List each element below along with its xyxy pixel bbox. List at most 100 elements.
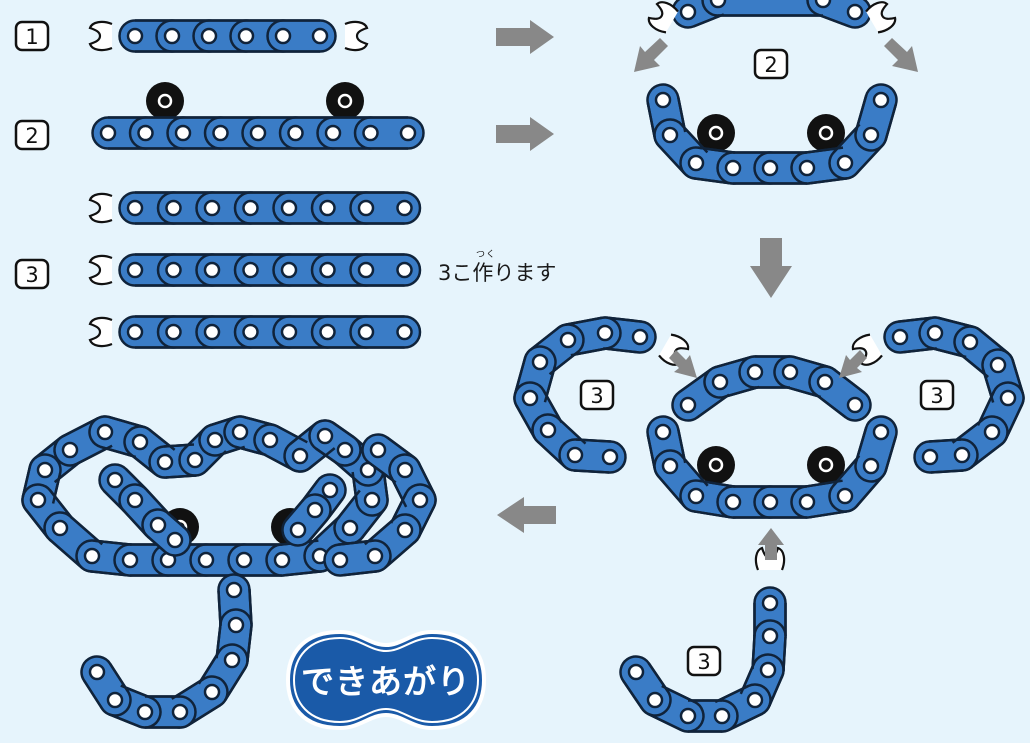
bottom-tail-chain [619, 586, 787, 733]
chain-pin [203, 323, 221, 341]
roller-gear-icon [807, 446, 845, 484]
bottom-tail-badge-label: 3 [697, 650, 710, 674]
chain-pin [654, 423, 672, 441]
chain-pin [926, 324, 944, 342]
clip-end-icon [88, 20, 113, 52]
chain-pin [396, 461, 414, 479]
top-assembly-chain [646, 83, 898, 185]
clip-end-icon [88, 192, 113, 224]
arrow-down-icon [750, 238, 792, 298]
chain-pin [396, 521, 414, 539]
chain-pin [319, 261, 336, 279]
chain-pin [331, 551, 349, 569]
chain-pin [165, 323, 182, 341]
chain-pin [223, 651, 241, 669]
chain-pin [687, 154, 705, 172]
chain-pin [242, 323, 259, 341]
chain-pin [862, 457, 880, 475]
chain-pin [137, 124, 154, 142]
chain-pin [319, 199, 336, 217]
middle-assembly-chain [646, 415, 898, 519]
final-inner-left-chain [98, 463, 192, 557]
step2-badge: 2 [14, 119, 50, 151]
chain-pin [88, 663, 106, 681]
chain-pin [291, 447, 309, 465]
chain-pin [761, 594, 779, 612]
chain-pin [249, 124, 267, 142]
arrows [496, 20, 918, 560]
chain-pin [366, 547, 384, 565]
chain-pin [411, 491, 429, 509]
clip-end-icon [647, 1, 679, 34]
chain-pin [231, 423, 249, 441]
clip-end-icon [88, 316, 113, 348]
chain-pin [362, 124, 379, 142]
chain-pin [357, 199, 375, 217]
chain-pin [814, 0, 832, 9]
chain-pin [106, 471, 124, 489]
chain-drawings [21, 0, 1025, 733]
chain-pin [654, 91, 672, 109]
roller-gear-icon [326, 82, 364, 120]
step1-badge-label: 1 [25, 25, 38, 49]
chain-pin [679, 707, 697, 725]
right-loop-chain [883, 316, 1025, 474]
chain-pin [36, 461, 54, 479]
chain-pin [174, 124, 192, 142]
chain-pin [341, 519, 359, 537]
arrow-up-icon [758, 528, 784, 560]
chain-pin [798, 159, 816, 177]
arrow-down-left-icon [634, 38, 668, 72]
clip-end-icon [88, 254, 113, 286]
chain-pin [235, 551, 253, 569]
step2-badge-label: 2 [25, 124, 38, 148]
chain-pin [200, 27, 218, 45]
chain-pin [989, 356, 1007, 374]
chain-pin [363, 491, 381, 509]
chain-pin [280, 261, 298, 279]
chain-pin [165, 199, 182, 217]
roller-gear-icon [697, 446, 735, 484]
chain-pin [661, 126, 679, 144]
clip-end-icon [344, 20, 369, 52]
chain-pin [126, 491, 144, 509]
chain-pin [846, 396, 864, 414]
right-loop-badge-label: 3 [930, 384, 943, 408]
chain-pin [521, 389, 539, 407]
top-assembly-badge: 2 [753, 48, 789, 80]
chain-pin [126, 323, 144, 341]
final-top-chain [53, 415, 362, 479]
chain-pin [724, 493, 742, 511]
chain-pin [798, 493, 816, 511]
chain-pin [646, 691, 664, 709]
chain-pin [724, 159, 742, 177]
step1-badge: 1 [14, 20, 50, 52]
chain-pin [711, 373, 729, 391]
chain-pin [29, 491, 47, 509]
chain-pin [212, 124, 229, 142]
left-loop-chain [513, 316, 657, 474]
chain-pin [999, 389, 1017, 407]
arrow-down-right-icon [884, 38, 918, 72]
chain-pin [559, 331, 577, 349]
chain-pin [836, 154, 854, 172]
chain-pin [531, 353, 549, 371]
chain-pin [126, 27, 144, 45]
chain-pin [921, 448, 939, 466]
chain-pin [274, 27, 292, 45]
chain-pin [186, 451, 204, 469]
chain-pin [336, 441, 354, 459]
step1-chain [118, 19, 337, 53]
arrow-down-right-icon [669, 350, 697, 378]
clip-end-icon [865, 1, 897, 34]
chain-pin [687, 487, 705, 505]
step3-badge-label: 3 [25, 263, 38, 287]
chain-pin [679, 3, 697, 21]
arrow-down-left-icon [839, 350, 867, 378]
chain-pin [761, 493, 779, 511]
chain-pin [227, 616, 245, 634]
chain-pin [106, 691, 124, 709]
chain-pin [203, 261, 221, 279]
chain-pin [709, 0, 727, 9]
